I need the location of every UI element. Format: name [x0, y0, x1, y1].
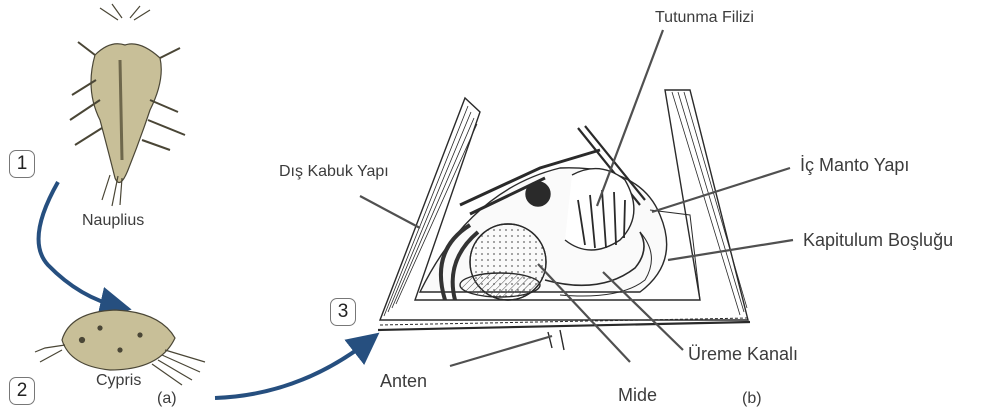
arrow-2-to-3 — [215, 340, 370, 398]
arrow-1-to-2 — [39, 182, 120, 307]
leader-outer-shell — [360, 196, 420, 228]
nauplius-label: Nauplius — [82, 213, 144, 229]
leader-antenna — [450, 336, 552, 366]
capitulum-cavity-label: Kapitulum Boşluğu — [803, 231, 953, 249]
outer-shell-label: Dış Kabuk Yapı — [279, 164, 389, 180]
cypris-label: Cypris — [96, 373, 141, 389]
attachment-filament-label: Tutunma Filizi — [655, 10, 754, 26]
leader-inner-mantle — [652, 168, 790, 212]
antenna-label: Anten — [380, 372, 427, 390]
step-number-2: 2 — [9, 377, 35, 405]
reproductive-canal-label: Üreme Kanalı — [688, 345, 798, 363]
step-number-1: 1 — [9, 150, 35, 178]
leader-attachment-filament — [597, 30, 663, 206]
panel-label-a: (a) — [157, 391, 177, 407]
step-number-3: 3 — [330, 298, 356, 326]
stomach-label: Mide — [618, 386, 657, 404]
nauplius-larva-illustration — [70, 4, 185, 206]
panel-label-b: (b) — [742, 391, 762, 407]
inner-mantle-label: İç Manto Yapı — [800, 156, 909, 174]
barnacle-cross-section — [378, 90, 750, 350]
